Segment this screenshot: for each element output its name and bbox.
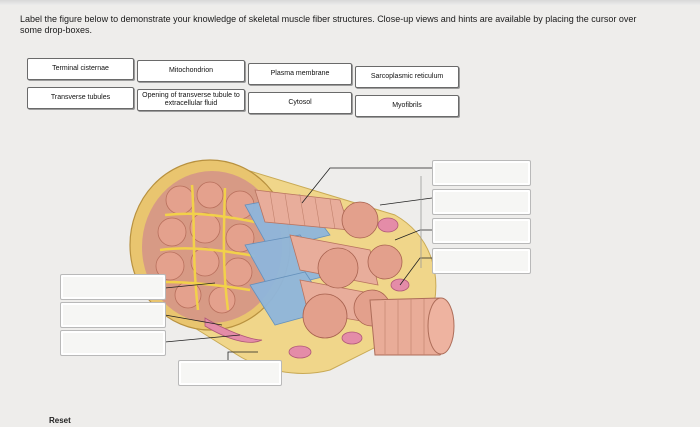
drop-zone-right-3[interactable] — [432, 218, 531, 244]
term-terminal-cisternae[interactable]: Terminal cisternae — [27, 58, 134, 80]
term-transverse-tubules[interactable]: Transverse tubules — [27, 87, 134, 109]
instructions-text: Label the figure below to demonstrate yo… — [20, 14, 637, 35]
term-plasma-membrane[interactable]: Plasma membrane — [248, 63, 352, 85]
term-mitochondrion[interactable]: Mitochondrion — [137, 60, 245, 82]
term-label: Transverse tubules — [50, 94, 111, 101]
term-opening-of-transverse-tubule[interactable]: Opening of transverse tubule to extracel… — [137, 89, 245, 111]
drop-zone-right-2[interactable] — [432, 189, 531, 215]
term-label: Cytosol — [288, 99, 312, 106]
term-label: Sarcoplasmic reticulum — [370, 73, 444, 80]
term-label: Plasma membrane — [270, 70, 330, 77]
reset-button[interactable]: Reset — [49, 416, 71, 425]
browser-top-bar — [0, 0, 700, 5]
term-cytosol[interactable]: Cytosol — [248, 92, 352, 114]
term-label: Terminal cisternae — [52, 65, 109, 72]
drop-zone-left-2[interactable] — [60, 302, 166, 328]
term-myofibrils[interactable]: Myofibrils — [355, 95, 459, 117]
drop-zone-left-1[interactable] — [60, 274, 166, 300]
term-label: Opening of transverse tubule to extracel… — [142, 92, 240, 107]
term-sarcoplasmic-reticulum[interactable]: Sarcoplasmic reticulum — [355, 66, 459, 88]
drop-zone-left-3[interactable] — [60, 330, 166, 356]
drop-zone-left-4[interactable] — [178, 360, 282, 386]
drop-zone-right-4[interactable] — [432, 248, 531, 274]
term-label: Mitochondrion — [169, 67, 213, 74]
drop-zone-right-1[interactable] — [432, 160, 531, 186]
term-label: Myofibrils — [392, 102, 422, 109]
